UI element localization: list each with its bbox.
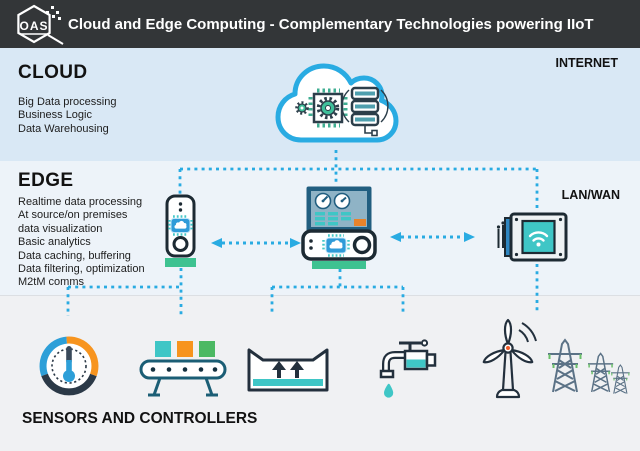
hmi-data-rows [315, 212, 351, 226]
edge-device-icon [301, 229, 377, 274]
sensors-band-title: SENSORS AND CONTROLLERS [22, 410, 258, 427]
header-bar: OAS Cloud and Edge Computing - Complemen… [0, 0, 640, 48]
power-towers-icon [546, 336, 632, 407]
edge-capabilities: Realtime data processing At source/on pr… [18, 196, 145, 290]
oas-logo-hexagon [17, 4, 64, 45]
edge-capability: Data caching, buffering [18, 249, 131, 262]
cloud-capabilities: Big Data processing Business Logic Data … [18, 96, 116, 136]
server-stack-icon [341, 86, 389, 137]
oas-logo: OAS [10, 3, 64, 45]
wind-turbine-icon [474, 318, 548, 409]
hmi-monitor-icon [306, 186, 372, 237]
device-base [312, 261, 366, 269]
edge-gateway-icon [163, 194, 199, 277]
edge-capability: At source/on premises [18, 209, 128, 222]
water-valve-icon [379, 338, 437, 405]
conveyor-belt-icon [139, 341, 227, 404]
edge-capability: Data filtering, optimization [18, 263, 145, 276]
page-title: Cloud and Edge Computing - Complementary… [68, 15, 594, 33]
logo-text: OAS [19, 19, 49, 33]
edge-capability: Realtime data processing [18, 196, 143, 208]
container-icon [246, 347, 330, 398]
cloud-chip-icon [322, 234, 350, 257]
gateway-base [165, 258, 196, 267]
cloud-chip-icon [168, 215, 193, 236]
cloud-band-title: CLOUD [18, 62, 88, 83]
cloud-capability: Big Data processing [18, 96, 117, 108]
gear-icon [295, 101, 309, 115]
logo-pixel-dots [46, 6, 61, 20]
edge-capability: data visualization [18, 222, 103, 235]
edge-band-title: EDGE [18, 170, 74, 191]
wifi-panel-icon [496, 208, 570, 269]
gauge-thermometer-icon [37, 330, 101, 403]
wifi-icon [528, 231, 549, 242]
lan-wan-label: LAN/WAN [561, 188, 620, 202]
edge-capability: M2tM comms [18, 276, 84, 289]
edge-capability: Basic analytics [18, 236, 91, 249]
water-drop [384, 383, 394, 398]
cloud-icon [262, 56, 408, 157]
cpu-chip-icon [308, 88, 348, 128]
up-arrows [272, 361, 304, 378]
cloud-capability: Data Warehousing [18, 122, 109, 135]
cloud-capability: Business Logic [18, 109, 92, 122]
internet-label: INTERNET [555, 56, 619, 70]
